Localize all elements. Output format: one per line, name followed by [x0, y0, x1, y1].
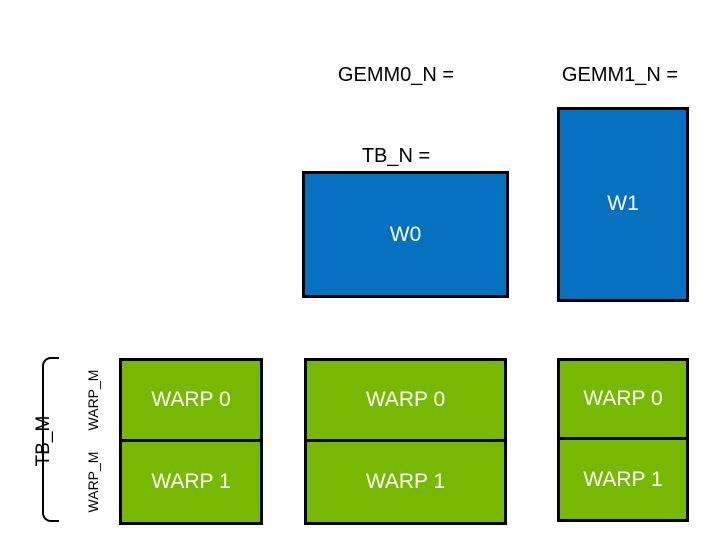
green-cell-middle-warp1[interactable]: WARP 1 — [307, 441, 504, 522]
gemm0-header-line-1: GEMM0_N = — [337, 64, 455, 86]
green-cell-middle-warp1-label: WARP 1 — [365, 469, 446, 493]
warp-m-label-bottom: WARP_M — [85, 451, 101, 513]
blue-tile-w1-label: W1 — [607, 192, 639, 215]
green-cell-left-warp1[interactable]: WARP 1 — [122, 441, 260, 522]
green-cell-left-warp0-label: WARP 0 — [151, 387, 231, 411]
green-cell-right-warp1-label: WARP 1 — [583, 467, 663, 491]
tb-m-label: TB_M — [33, 415, 54, 467]
gemm1-header-line-1: GEMM1_N = — [561, 64, 679, 86]
tb-m-bracket — [42, 357, 59, 522]
green-cell-middle-warp0-label: WARP 0 — [365, 387, 446, 411]
green-cell-left-warp0[interactable]: WARP 0 — [122, 361, 260, 442]
green-cell-middle-warp0[interactable]: WARP 0 — [307, 361, 504, 442]
green-col-middle[interactable]: WARP 0 WARP 1 — [304, 358, 507, 525]
gemm0-header-line-2: TB_N = — [361, 145, 431, 167]
green-col-left[interactable]: WARP 0 WARP 1 — [119, 358, 263, 525]
green-cell-right-warp0[interactable]: WARP 0 — [560, 361, 686, 440]
green-cell-right-warp1[interactable]: WARP 1 — [560, 440, 686, 519]
blue-tile-w1[interactable]: W1 — [557, 107, 689, 302]
blue-tile-w0-label: W0 — [389, 222, 422, 246]
green-cell-right-warp0-label: WARP 0 — [583, 387, 663, 410]
green-col-right[interactable]: WARP 0 WARP 1 — [557, 358, 689, 522]
blue-tile-w0[interactable]: W0 — [302, 171, 509, 298]
green-cell-left-warp1-label: WARP 1 — [151, 469, 231, 493]
